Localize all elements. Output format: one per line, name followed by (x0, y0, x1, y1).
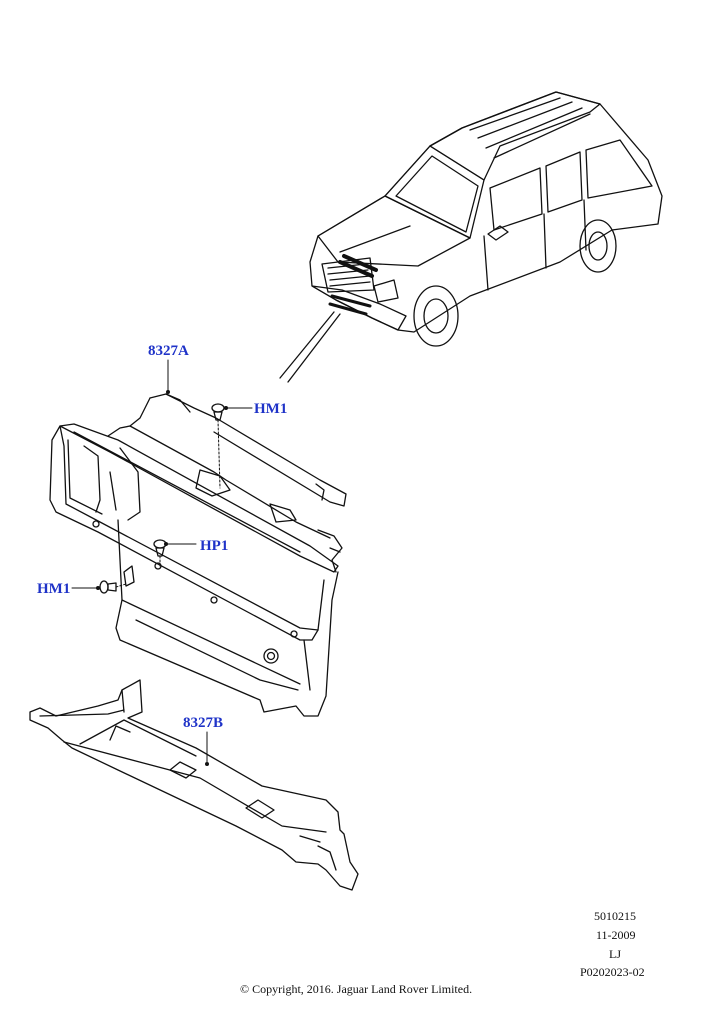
leader-dot-hm1-top (224, 406, 228, 410)
callout-hm1-top: HM1 (254, 401, 288, 417)
leader-dot-8327a (166, 390, 170, 394)
vehicle-illustration (279, 91, 663, 383)
leader-dot-hp1 (164, 542, 168, 546)
illustrator-initials: LJ (609, 947, 621, 961)
callout-hp1: HP1 (200, 538, 229, 554)
reference-number: P0202023-02 (580, 965, 645, 979)
callout-hm1-left: HM1 (37, 581, 71, 597)
fastener-hm1-left (99, 580, 127, 594)
part-8327a-illustration (49, 393, 347, 717)
copyright-notice: © Copyright, 2016. Jaguar Land Rover Lim… (240, 982, 473, 996)
fastener-hp1 (153, 539, 167, 569)
leader-dot-hm1-left (96, 586, 100, 590)
part-8327b-illustration (29, 679, 359, 891)
callout-8327a: 8327A (148, 343, 189, 359)
illustration-date: 11-2009 (596, 928, 636, 942)
leader-dot-8327b (205, 762, 209, 766)
callout-8327b: 8327B (183, 715, 224, 731)
illustration-number: 5010215 (594, 909, 636, 923)
callout-leaders (71, 359, 253, 765)
